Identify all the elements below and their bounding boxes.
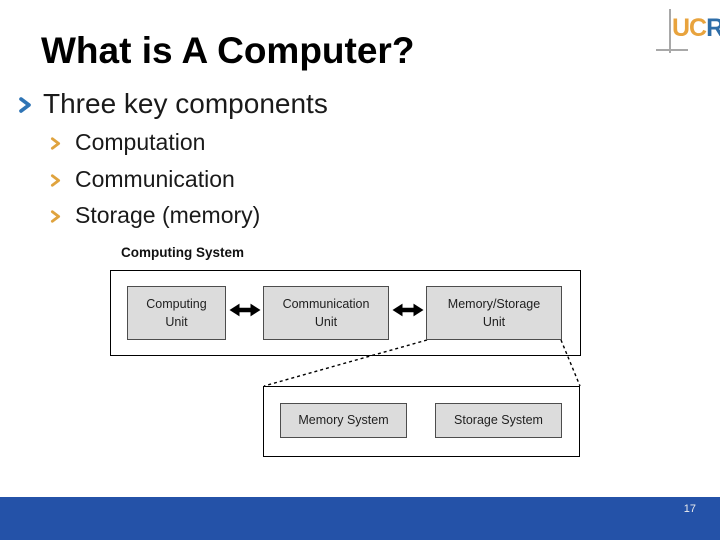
computing-system-diagram: Computing System Computing Unit Communic… [0,240,720,470]
logo-r-letter: R [706,14,720,42]
double-arrow-icon [392,303,424,317]
logo-vertical-line [669,9,671,53]
chevron-bullet-icon [50,174,61,187]
computing-unit-label-line2: Unit [165,315,188,329]
bullet-computation: Computation [50,129,205,156]
slide-title: What is A Computer? [41,30,415,71]
diagram-connectors [229,303,581,387]
memory-storage-unit-box: Memory/Storage Unit [426,286,562,340]
communication-unit-box: Communication Unit [263,286,389,340]
communication-unit-label-line1: Communication [282,296,370,311]
memory-system-box: Memory System [280,403,407,438]
memory-storage-unit-label-line2: Unit [482,315,506,329]
logo-text: UCR [672,16,720,41]
bullet-storage: Storage (memory) [50,202,260,229]
storage-system-box: Storage System [435,403,562,438]
memory-storage-unit-label-line1: Memory/Storage [447,296,541,311]
chevron-bullet-icon [50,137,61,150]
ucr-logo: UCR [652,0,720,64]
chevron-bullet-icon [50,210,61,223]
chevron-bullet-icon [19,97,31,113]
computing-system-outline-box [110,270,581,356]
bullet-level1: Three key components [18,88,328,120]
computing-unit-box: Computing Unit [127,286,226,340]
page-number: 17 [683,503,696,515]
bullet-communication: Communication [50,166,235,193]
logo-uc-letters: UC [672,14,707,42]
expansion-dashed-lines [263,339,581,387]
bullet-level1-text: Three key components [43,88,328,119]
bullet-computation-text: Computation [75,129,206,155]
bullet-communication-text: Communication [75,166,235,192]
memory-system-label: Memory System [298,413,389,428]
diagram-title: Computing System [121,245,245,260]
storage-system-label: Storage System [454,413,543,428]
logo-horizontal-line [656,49,688,51]
bullet-storage-text: Storage (memory) [75,202,261,228]
footer-bar: 17 [0,497,720,540]
computing-unit-label-line1: Computing [146,296,207,311]
double-arrow-icon [229,303,261,317]
communication-unit-label-line2: Unit [314,315,338,329]
